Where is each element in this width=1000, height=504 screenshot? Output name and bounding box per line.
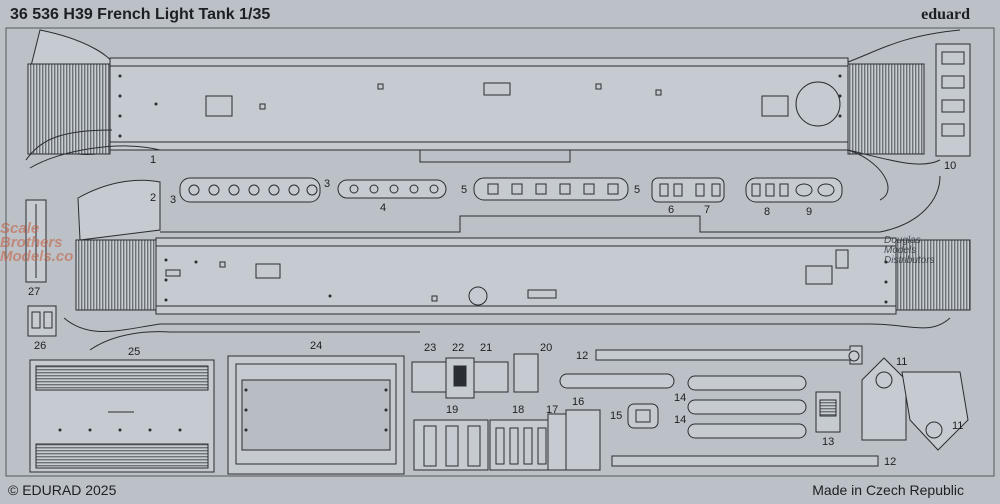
part-number-10: 10 (944, 160, 957, 172)
part-5-links (473, 177, 629, 201)
part-14-belts (559, 373, 807, 439)
part-24-plate (227, 355, 405, 475)
part-number-22: 22 (452, 342, 465, 354)
part-number-2: 2 (150, 192, 157, 204)
part-number-26: 26 (34, 340, 47, 352)
part-10-brackets (935, 43, 971, 157)
part-8-9-links (745, 177, 843, 203)
part-2-lower-mudguard (63, 175, 971, 351)
part-number-23: 23 (424, 342, 437, 354)
parts-20-23 (411, 353, 539, 399)
origin-text: Made in Czech Republic (812, 482, 964, 498)
part-13 (815, 391, 841, 433)
part-number-11a: 11 (896, 356, 908, 368)
watermark-right-line-2: Models (884, 245, 917, 256)
part-number-14a: 14 (674, 392, 687, 404)
watermark-left-line-2: Brothers (0, 234, 63, 251)
part-number-1: 1 (150, 154, 157, 166)
part-3-links (179, 177, 321, 203)
part-12-straps (595, 345, 879, 467)
brand-logo: eduard (921, 6, 970, 23)
rivets (58, 74, 888, 432)
watermark-left-line-1: Scale (0, 220, 40, 237)
part-number-17: 17 (546, 404, 559, 416)
part-27-strip (25, 199, 47, 283)
part-number-3a: 3 (170, 194, 177, 206)
part-number-21: 21 (480, 342, 493, 354)
part-number-13: 13 (822, 436, 835, 448)
part-number-24: 24 (310, 340, 323, 352)
watermark-right-line-3: Distributors (884, 255, 935, 266)
part-number-7: 7 (704, 204, 711, 216)
part-number-4: 4 (380, 202, 387, 214)
part-1-upper-mudguard (25, 29, 961, 201)
part-number-9: 9 (806, 206, 813, 218)
part-number-19: 19 (446, 404, 459, 416)
watermark-right: Douglas Models Distributors (884, 236, 935, 266)
part-number-27: 27 (28, 286, 41, 298)
part-25-plate (29, 359, 215, 473)
part-number-12a: 12 (576, 350, 589, 362)
part-11-boxes (861, 357, 969, 451)
part-number-12b: 12 (884, 456, 897, 468)
part-number-25: 25 (128, 346, 141, 358)
part-4-links (337, 179, 447, 199)
part-number-3b: 3 (324, 178, 331, 190)
part-number-20: 20 (540, 342, 553, 354)
watermark-left-line-3: Models.co (0, 248, 74, 265)
watermark-right-line-1: Douglas (884, 235, 921, 246)
watermark-left: Scale Brothers Models.co (0, 220, 74, 265)
part-26 (27, 305, 57, 337)
part-15 (627, 403, 659, 429)
part-number-8: 8 (764, 206, 771, 218)
part-number-18: 18 (512, 404, 525, 416)
part-6-7-links (651, 177, 725, 203)
part-number-5a: 5 (461, 184, 468, 196)
copyright-text: © EDURAD 2025 (8, 482, 117, 498)
part-number-16: 16 (572, 396, 585, 408)
part-number-11b: 11 (952, 420, 964, 432)
parts-16-19 (413, 409, 601, 471)
part-number-6: 6 (668, 204, 675, 216)
part-number-15: 15 (610, 410, 623, 422)
sheet-title: 36 536 H39 French Light Tank 1/35 (10, 6, 271, 23)
part-number-14b: 14 (674, 414, 687, 426)
part-number-5b: 5 (634, 184, 641, 196)
